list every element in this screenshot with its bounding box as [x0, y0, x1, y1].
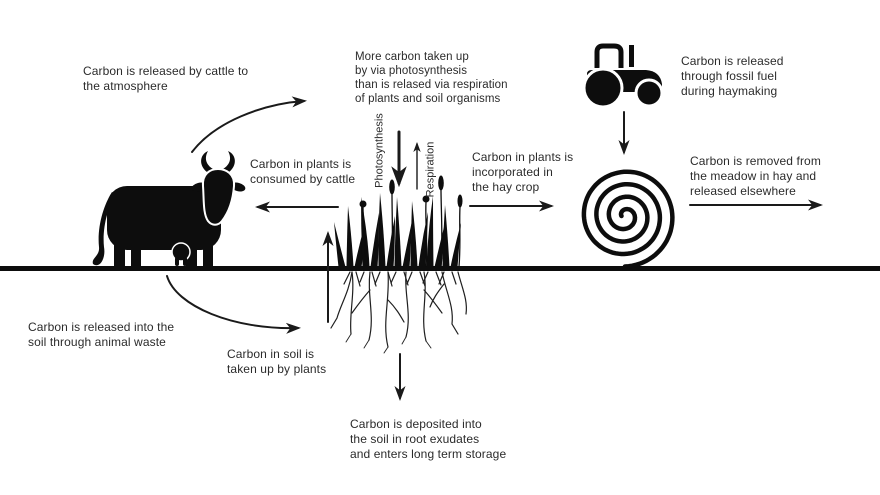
grass-and-roots-icon	[330, 175, 467, 354]
label-root-exudates: Carbon is deposited into the soil in roo…	[350, 417, 507, 461]
tractor-icon	[582, 43, 664, 109]
label-soil-uptake: Carbon in soil is taken up by plants	[227, 347, 327, 376]
arrow-cattle-to-atmosphere	[191, 96, 307, 153]
label-consumed-by-cattle: Carbon in plants is consumed by cattle	[250, 157, 356, 186]
label-net-uptake: More carbon taken up by via photosynthes…	[355, 51, 508, 105]
label-cattle-atmosphere: Carbon is released by cattle to the atmo…	[83, 64, 249, 93]
label-photosynthesis: Photosynthesis	[373, 113, 386, 188]
ground-line	[0, 266, 880, 271]
cow-icon	[92, 151, 246, 269]
hay-bale-icon	[581, 169, 675, 269]
arrow-waste-to-soil	[166, 275, 301, 334]
label-fossil-fuel: Carbon is released through fossil fuel d…	[681, 54, 784, 98]
label-removed-elsewhere: Carbon is removed from the meadow in hay…	[690, 154, 821, 198]
label-respiration: Respiration	[424, 141, 437, 198]
label-hay-crop: Carbon in plants is incorporated in the …	[472, 150, 574, 194]
label-animal-waste: Carbon is released into the soil through…	[28, 320, 175, 349]
